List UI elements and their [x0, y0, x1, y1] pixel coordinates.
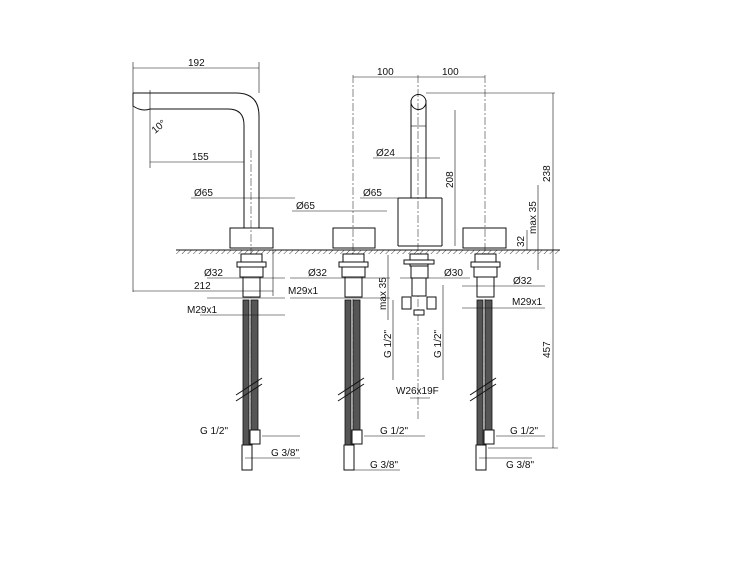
dim-right-inlet: G 1/2"	[510, 426, 538, 437]
dim-left-base-dia: Ø65	[194, 188, 213, 199]
right-valve	[462, 75, 507, 471]
dim-wrench: W26x19F	[396, 386, 439, 397]
dim-right-thread: M29x1	[512, 297, 542, 308]
dim-left-shank-dia: Ø32	[204, 268, 223, 279]
dim-right-shank-dia: Ø32	[513, 276, 532, 287]
dim-overall-max35: max 35	[528, 201, 539, 234]
dim-mid-base-dia: Ø65	[296, 201, 315, 212]
dim-center-g-right: G 1/2"	[433, 330, 444, 358]
dim-mid-inlet: G 1/2"	[380, 426, 408, 437]
dim-center-shank-dia: Ø30	[444, 268, 463, 279]
mid-valve	[332, 75, 376, 471]
dim-angle: 10°	[150, 118, 169, 136]
left-under-assembly	[235, 253, 267, 471]
dim-100-right: 100	[442, 67, 459, 78]
dim-center-base-dia: Ø65	[363, 188, 382, 199]
dim-right-outlet: G 3/8"	[506, 460, 534, 471]
dim-left-inlet: G 1/2"	[200, 426, 228, 437]
dim-mid-outlet: G 3/8"	[370, 460, 398, 471]
dim-457: 457	[542, 341, 553, 358]
dim-100-left: 100	[377, 67, 394, 78]
dim-mid-shank-dia: Ø32	[308, 268, 327, 279]
dim-155: 155	[192, 152, 209, 163]
dim-left-thread: M29x1	[187, 305, 217, 316]
dim-192: 192	[188, 58, 205, 69]
center-spout	[397, 75, 443, 420]
dim-center-g-left: G 1/2"	[383, 330, 394, 358]
dim-32: 32	[516, 235, 527, 247]
dimension-lines	[132, 62, 558, 471]
left-spout	[132, 92, 274, 470]
countertop	[176, 249, 560, 254]
dim-mid-thread: M29x1	[288, 286, 318, 297]
dim-center-max35: max 35	[378, 277, 389, 310]
dim-pipe-dia: Ø24	[376, 148, 395, 159]
dim-left-outlet: G 3/8"	[271, 448, 299, 459]
dim-212: 212	[194, 281, 211, 292]
dim-208: 208	[445, 171, 456, 188]
dim-238: 238	[542, 165, 553, 182]
